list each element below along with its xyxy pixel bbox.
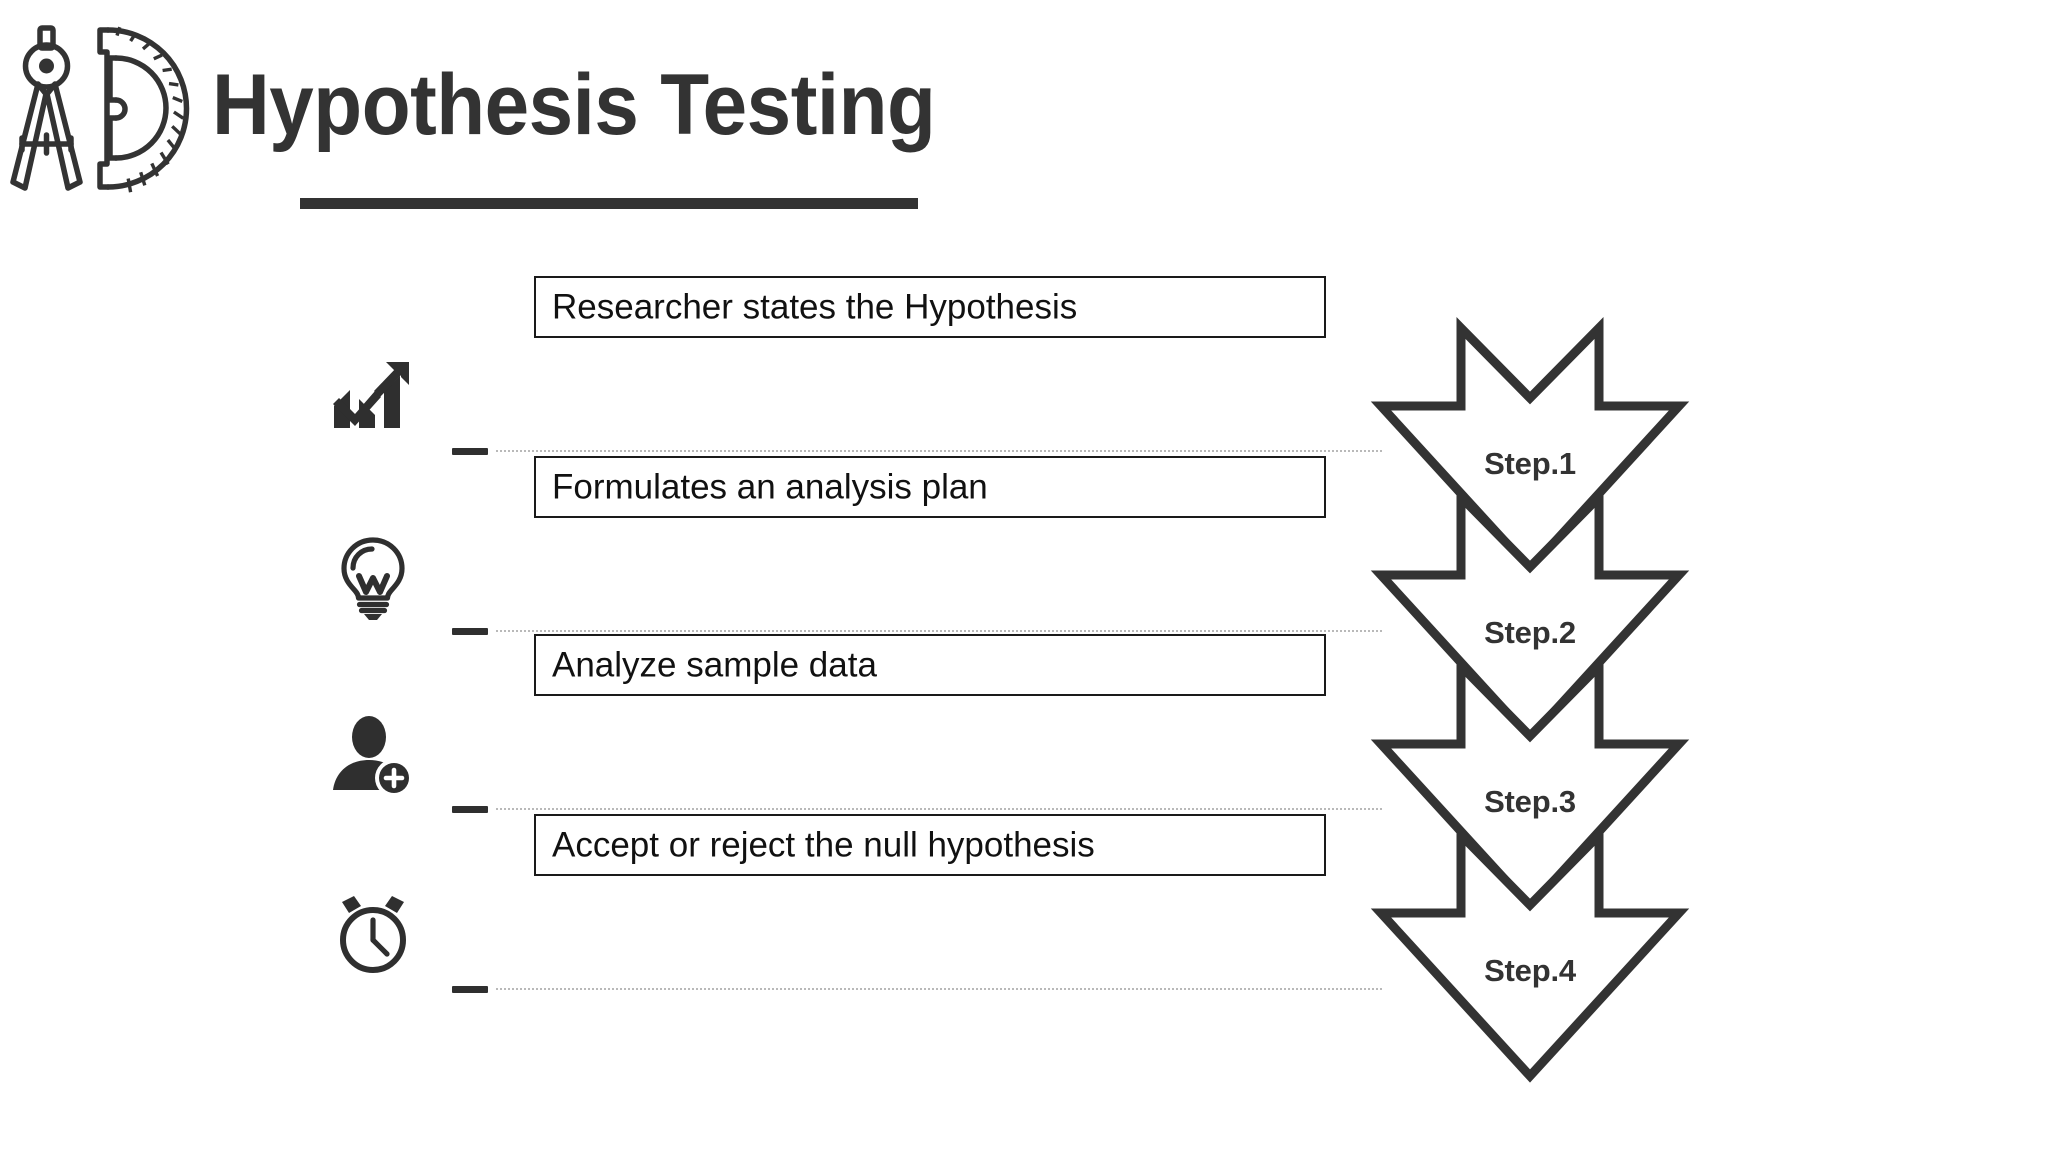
step-label-text: Analyze sample data — [552, 645, 877, 685]
connector-dash — [452, 806, 488, 813]
connector-dash — [452, 628, 488, 635]
flow-step-row: Formulates an analysis plan — [0, 456, 2048, 636]
connector-dotted-line — [496, 988, 1382, 990]
step-label-text: Formulates an analysis plan — [552, 467, 988, 507]
lightbulb-icon — [330, 534, 416, 620]
flow-step-row: Analyze sample data — [0, 634, 2048, 814]
page-title: Hypothesis Testing — [212, 57, 936, 153]
connector-dotted-line — [496, 630, 1382, 632]
step-arrow[interactable]: Step.3 — [1370, 655, 1690, 914]
step-arrow-label: Step.3 — [1484, 784, 1576, 819]
step-label-text: Researcher states the Hypothesis — [552, 287, 1078, 327]
step-label-box[interactable]: Researcher states the Hypothesis — [534, 276, 1326, 338]
title-underline — [300, 198, 918, 209]
step-arrow[interactable]: Step.2 — [1370, 486, 1690, 745]
connector-dotted-line — [496, 808, 1382, 810]
step-label-box[interactable]: Formulates an analysis plan — [534, 456, 1326, 518]
step-arrow-label: Step.2 — [1484, 615, 1576, 650]
step-connector-line — [452, 984, 1382, 994]
step-connector-line — [452, 446, 1382, 456]
step-arrow[interactable]: Step.1 — [1370, 317, 1690, 576]
alarm-clock-icon — [330, 892, 416, 978]
connector-dash — [452, 986, 488, 993]
step-label-text: Accept or reject the null hypothesis — [552, 825, 1095, 865]
add-user-icon — [330, 712, 416, 798]
page-header: Hypothesis Testing — [0, 0, 2048, 250]
compass-protractor-logo-icon — [4, 22, 194, 197]
growth-chart-icon — [330, 354, 416, 440]
flow-step-row: Researcher states the Hypothesis — [0, 276, 2048, 456]
step-arrow-label: Step.1 — [1484, 446, 1576, 481]
step-arrow-stack: Step.1 Step.2 Step.3 Step.4 — [1370, 317, 1690, 1083]
step-arrow-label: Step.4 — [1484, 953, 1576, 988]
step-arrow[interactable]: Step.4 — [1370, 824, 1690, 1083]
step-connector-line — [452, 804, 1382, 814]
process-flow: Researcher states the Hypothesis Formula… — [0, 250, 2048, 1152]
step-connector-line — [452, 626, 1382, 636]
connector-dotted-line — [496, 450, 1382, 452]
step-label-box[interactable]: Analyze sample data — [534, 634, 1326, 696]
flow-step-row: Accept or reject the null hypothesis — [0, 814, 2048, 994]
step-label-box[interactable]: Accept or reject the null hypothesis — [534, 814, 1326, 876]
connector-dash — [452, 448, 488, 455]
